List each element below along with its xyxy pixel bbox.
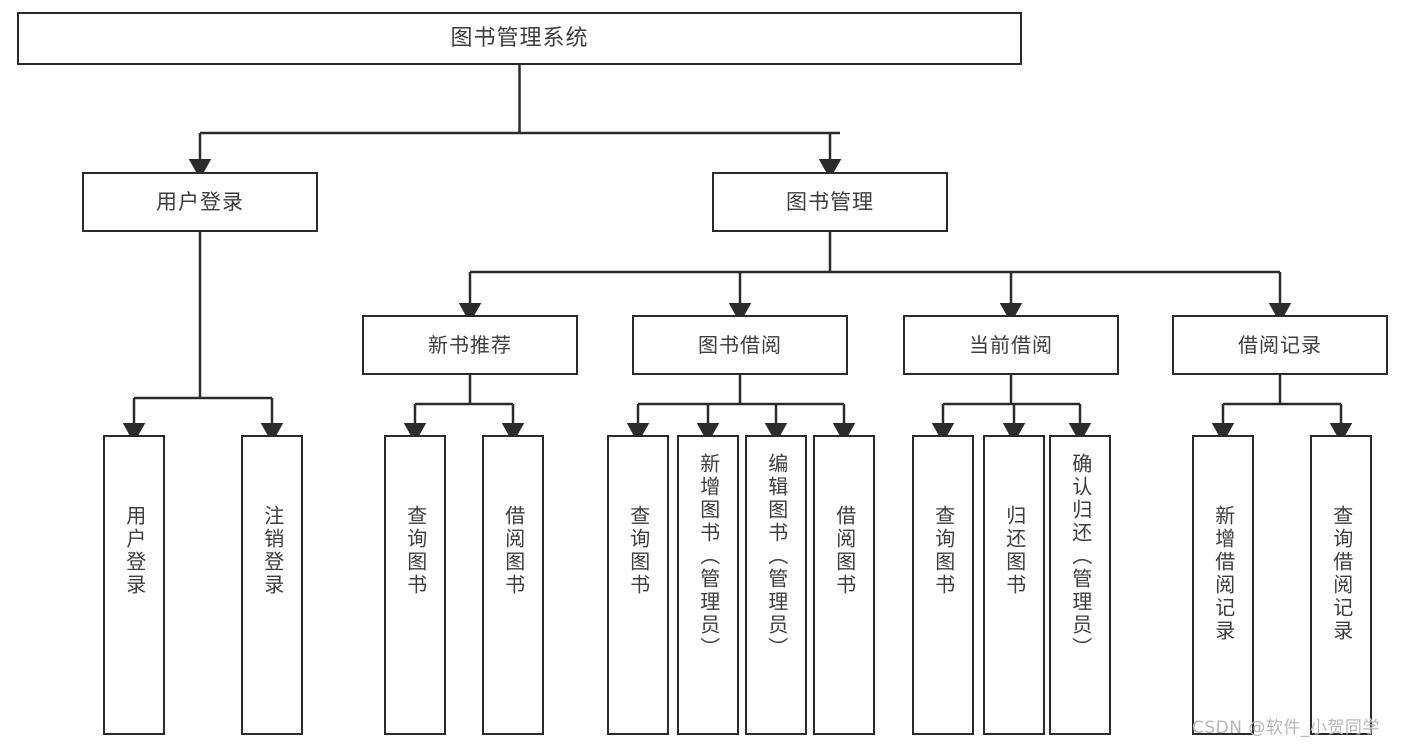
node-book-management[interactable]: 图书管理: [712, 172, 948, 232]
node-label: 确认归还（管理员）: [1068, 453, 1093, 660]
leaf-borrow-book-recommend[interactable]: 借阅图书: [482, 435, 544, 735]
node-label: 查询借阅记录: [1329, 505, 1354, 643]
node-label: 归还图书: [1002, 505, 1027, 597]
node-label: 查询图书: [626, 505, 651, 597]
node-label: 查询图书: [403, 505, 428, 597]
leaf-query-borrow-record[interactable]: 查询借阅记录: [1310, 435, 1372, 735]
csdn-watermark: CSDN @软件_小贺同学: [1192, 718, 1380, 738]
node-label: 新增图书（管理员）: [696, 453, 721, 660]
node-label: 图书管理系统: [450, 25, 589, 51]
node-label: 查询图书: [931, 505, 956, 597]
edges-new-book-to-leaves: [403, 375, 525, 443]
leaf-confirm-return-admin[interactable]: 确认归还（管理员）: [1049, 435, 1111, 735]
node-label: 新增借阅记录: [1211, 505, 1236, 643]
node-new-book-recommend[interactable]: 新书推荐: [362, 315, 578, 375]
edges-records-to-leaves: [1211, 375, 1353, 443]
node-label: 用户登录: [156, 189, 244, 214]
leaf-query-book-recommend[interactable]: 查询图书: [384, 435, 446, 735]
node-label: 借阅记录: [1238, 332, 1322, 357]
node-label: 注销登录: [260, 505, 285, 597]
node-label: 图书管理: [786, 189, 874, 214]
leaf-borrow-book[interactable]: 借阅图书: [813, 435, 875, 735]
node-root-system[interactable]: 图书管理系统: [17, 12, 1022, 65]
node-label: 当前借阅: [969, 332, 1053, 357]
node-label: 图书借阅: [698, 332, 782, 357]
leaf-return-book[interactable]: 归还图书: [983, 435, 1045, 735]
edges-borrow-to-leaves: [626, 375, 856, 443]
leaf-add-borrow-record[interactable]: 新增借阅记录: [1192, 435, 1254, 735]
leaf-query-book-borrow[interactable]: 查询图书: [607, 435, 669, 735]
node-book-borrow[interactable]: 图书借阅: [632, 315, 848, 375]
node-current-borrow[interactable]: 当前借阅: [903, 315, 1119, 375]
node-label: 借阅图书: [501, 505, 526, 597]
leaf-query-book-current[interactable]: 查询图书: [912, 435, 974, 735]
node-label: 新书推荐: [428, 332, 512, 357]
edges-book-mgmt-to-level2: [458, 232, 1292, 323]
node-label: 借阅图书: [832, 505, 857, 597]
edges-current-borrow-to-leaves: [931, 375, 1092, 443]
node-borrow-records[interactable]: 借阅记录: [1172, 315, 1388, 375]
node-user-login[interactable]: 用户登录: [82, 172, 318, 232]
node-label: 用户登录: [122, 505, 147, 597]
node-label: 编辑图书（管理员）: [764, 453, 789, 660]
edges-user-login-to-leaves: [122, 232, 284, 443]
leaf-logout-login[interactable]: 注销登录: [241, 435, 303, 735]
leaf-add-book-admin[interactable]: 新增图书（管理员）: [677, 435, 739, 735]
leaf-edit-book-admin[interactable]: 编辑图书（管理员）: [745, 435, 807, 735]
leaf-user-login[interactable]: 用户登录: [103, 435, 165, 735]
edges-root-to-level1: [188, 65, 842, 179]
